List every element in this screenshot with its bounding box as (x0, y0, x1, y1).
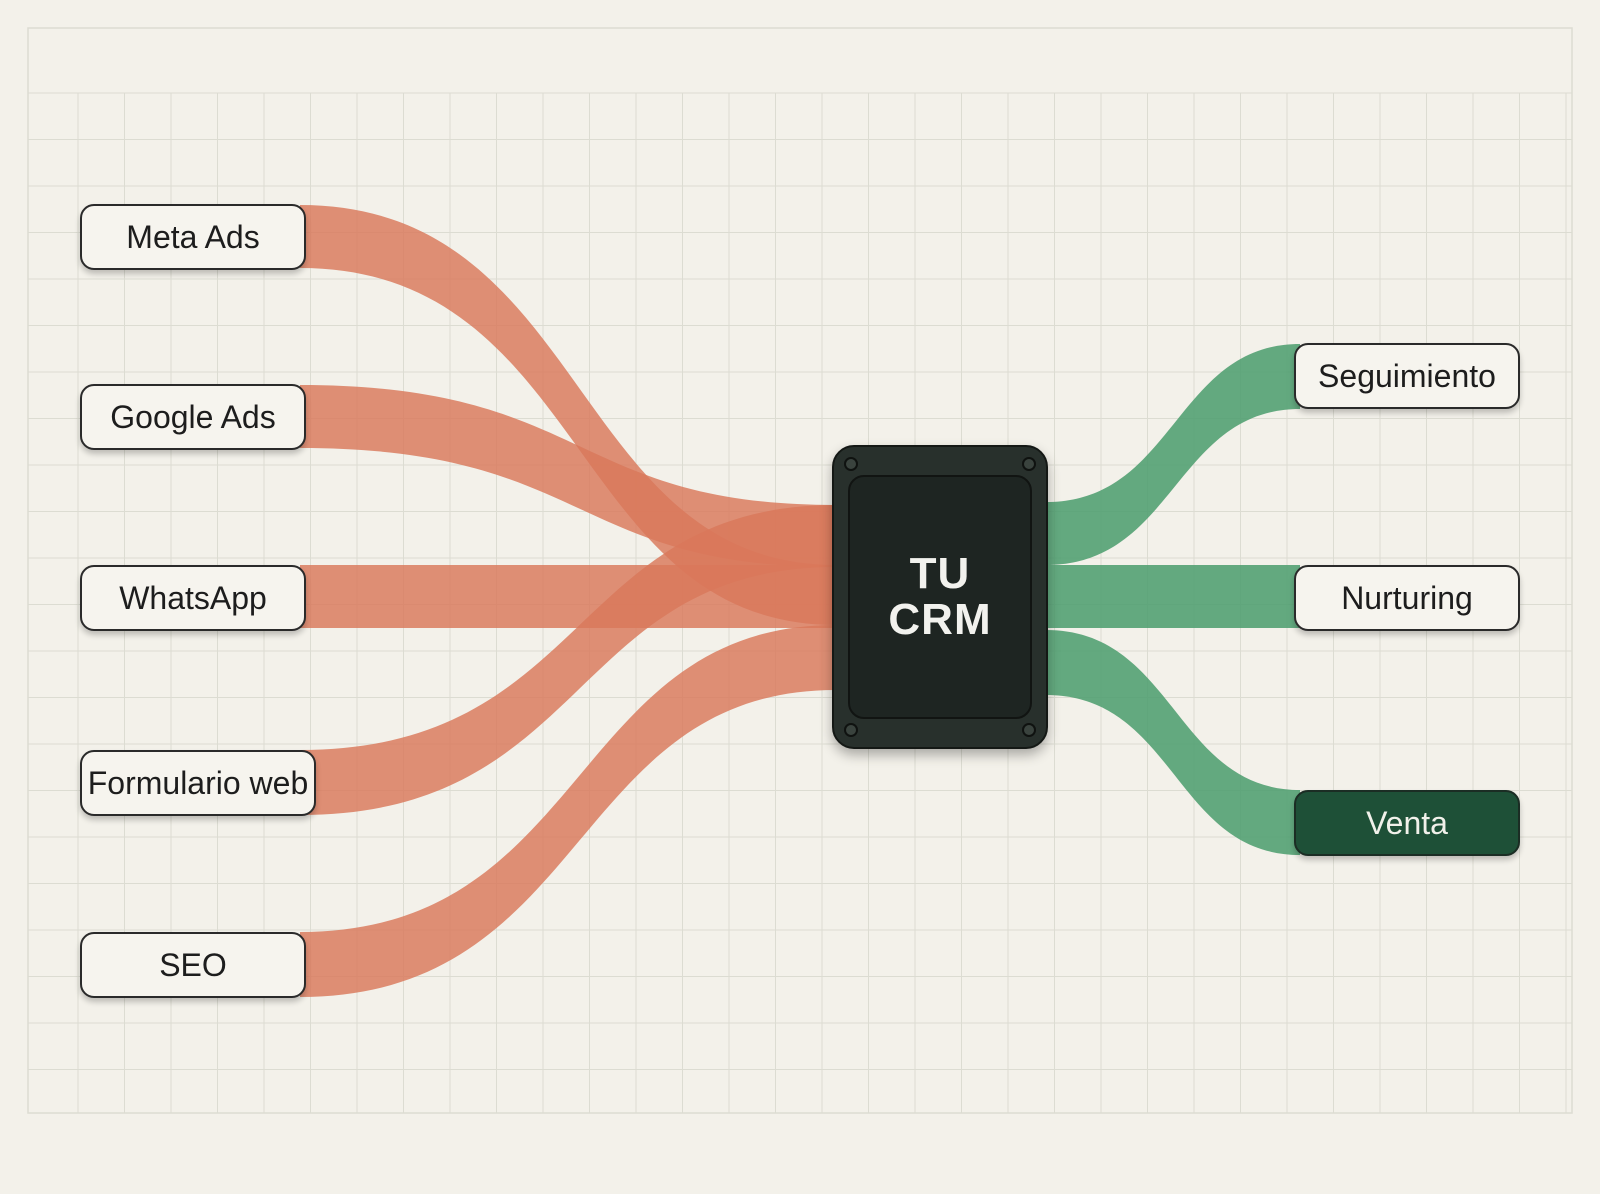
crm-title-line-1: TU (909, 549, 971, 598)
source-label: Formulario web (87, 764, 309, 801)
source-label: Meta Ads (126, 218, 260, 255)
source-label: Google Ads (110, 398, 276, 435)
screw-icon (844, 723, 858, 737)
source-node-seo: SEO (80, 932, 306, 998)
flow-google-ads (300, 385, 836, 567)
output-label: Nurturing (1341, 579, 1473, 616)
crm-hub: TU CRM (832, 445, 1048, 749)
flow-seo (300, 625, 836, 997)
output-node-venta: Venta (1294, 790, 1520, 856)
flow-seguimiento (1046, 344, 1300, 565)
input-flows (300, 205, 836, 997)
output-flows (1046, 344, 1300, 855)
screw-icon (1022, 723, 1036, 737)
source-node-whatsapp: WhatsApp (80, 565, 306, 631)
source-node-formulario-web: Formulario web (80, 750, 316, 816)
flow-venta (1046, 630, 1300, 855)
output-node-nurturing: Nurturing (1294, 565, 1520, 631)
screw-icon (844, 457, 858, 471)
flow-meta-ads (300, 205, 836, 625)
crm-title-line-2: CRM (888, 595, 992, 644)
output-label: Seguimiento (1318, 357, 1496, 394)
output-label: Venta (1366, 804, 1448, 841)
source-node-google-ads: Google Ads (80, 384, 306, 450)
flow-formulario-web (300, 505, 836, 815)
flow-nurturing (1046, 565, 1300, 628)
source-node-meta-ads: Meta Ads (80, 204, 306, 270)
grid-frame (27, 27, 1573, 1114)
crm-screen: TU CRM (848, 475, 1032, 719)
source-label: WhatsApp (119, 579, 267, 616)
screw-icon (1022, 457, 1036, 471)
output-node-seguimiento: Seguimiento (1294, 343, 1520, 409)
source-label: SEO (159, 946, 227, 983)
